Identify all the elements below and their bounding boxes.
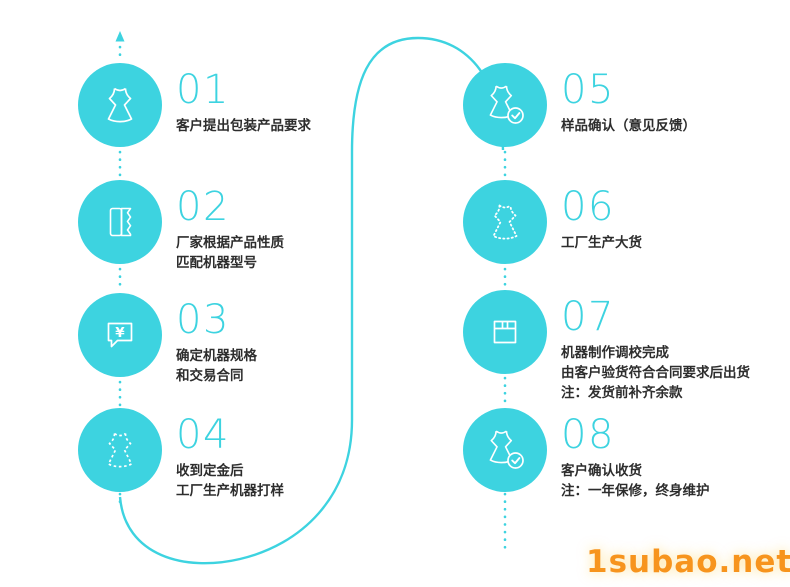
step-04: 04 收到定金后 工厂生产机器打样 (78, 408, 284, 501)
step-circle (78, 408, 162, 492)
scroll-document-icon (109, 207, 132, 237)
package-box-icon (493, 320, 517, 344)
dress-dotted-icon (107, 432, 133, 468)
step-text-line: 客户确认收货 (561, 463, 642, 479)
step-text-line: 机器制作调校完成 (561, 345, 669, 361)
step-circle: ¥ (78, 293, 162, 377)
step-02: 02 厂家根据产品性质 匹配机器型号 (78, 180, 284, 273)
step-06: 06 工厂生产大货 (463, 180, 642, 264)
step-circle (78, 180, 162, 264)
step-01: 01 客户提出包装产品要求 (78, 63, 311, 147)
dress-approved-icon (489, 85, 524, 124)
step-number: 02 (176, 184, 230, 230)
step-circle (463, 63, 547, 147)
svg-text:¥: ¥ (115, 325, 125, 341)
step-text-line: 注：发货前补齐余款 (561, 385, 683, 401)
step-text-line: 客户提出包装产品要求 (176, 118, 311, 134)
step-08: 08 客户确认收货 注：一年保修，终身维护 (463, 408, 710, 501)
step-circle (463, 290, 547, 374)
step-text-line: 确定机器规格 (176, 348, 257, 364)
step-text-line: 样品确认（意见反馈） (561, 118, 696, 134)
step-text-line: 注：一年保修，终身维护 (561, 483, 710, 499)
step-text-line: 由客户验货符合合同要求后出货 (561, 365, 750, 381)
step-number: 07 (561, 294, 615, 340)
dress-beaded-icon (492, 204, 518, 240)
up-arrow-icon (115, 31, 125, 42)
step-text-line: 和交易合同 (176, 368, 244, 384)
step-circle (78, 63, 162, 147)
step-text-line: 匹配机器型号 (176, 255, 257, 271)
step-circle (463, 408, 547, 492)
step-number: 01 (176, 67, 230, 113)
step-text-line: 厂家根据产品性质 (176, 235, 284, 251)
price-chat-icon: ¥ (107, 322, 133, 348)
step-text-line: 工厂生产机器打样 (176, 483, 284, 499)
step-number: 08 (561, 412, 615, 458)
step-05: 05 样品确认（意见反馈） (463, 63, 696, 147)
step-03: ¥ 03 确定机器规格 和交易合同 (78, 293, 257, 386)
step-text-line: 工厂生产大货 (561, 235, 642, 251)
step-circle (463, 180, 547, 264)
step-07: 07 机器制作调校完成 由客户验货符合合同要求后出货 注：发货前补齐余款 (463, 290, 750, 403)
step-number: 06 (561, 184, 615, 230)
step-number: 05 (561, 67, 615, 113)
step-text-line: 收到定金后 (176, 463, 244, 479)
watermark: 1subao.net (586, 544, 790, 580)
step-number: 04 (176, 412, 230, 458)
step-number: 03 (176, 297, 230, 343)
delivery-approved-icon (489, 430, 524, 469)
dress-icon (107, 87, 133, 123)
